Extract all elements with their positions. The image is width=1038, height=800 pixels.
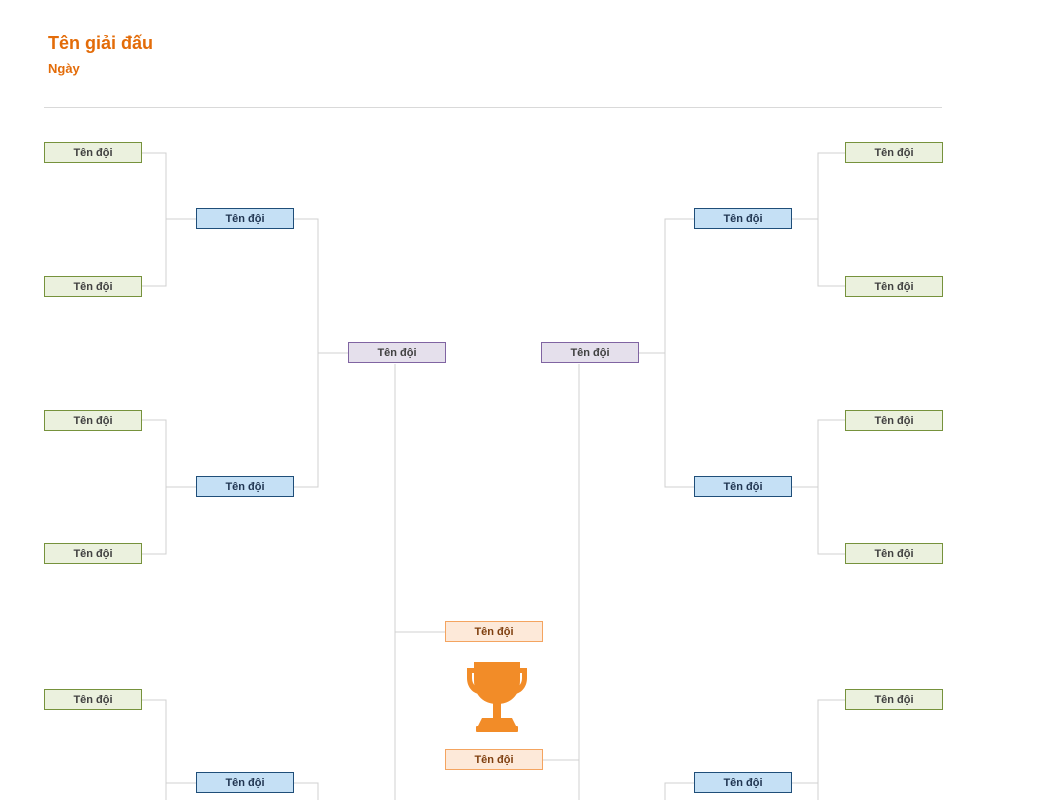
left-semifinal-team[interactable]: Tên đội [348, 342, 446, 363]
right-round1-team-3[interactable]: Tên đội [845, 410, 943, 431]
right-round2-team-2[interactable]: Tên đội [694, 476, 792, 497]
left-round1-team-2[interactable]: Tên đội [44, 276, 142, 297]
trophy-icon [467, 662, 527, 732]
left-round1-team-4[interactable]: Tên đội [44, 543, 142, 564]
left-round1-team-1[interactable]: Tên đội [44, 142, 142, 163]
tournament-date[interactable]: Ngày [48, 61, 80, 76]
tournament-title[interactable]: Tên giải đấu [48, 33, 154, 53]
right-round1-team-2[interactable]: Tên đội [845, 276, 943, 297]
final-team-2[interactable]: Tên đội [445, 749, 543, 770]
right-round1-team-1[interactable]: Tên đội [845, 142, 943, 163]
header-divider [44, 107, 942, 108]
left-round2-team-1[interactable]: Tên đội [196, 208, 294, 229]
left-round2-team-3[interactable]: Tên đội [196, 772, 294, 793]
right-round2-team-1[interactable]: Tên đội [694, 208, 792, 229]
right-round2-team-3[interactable]: Tên đội [694, 772, 792, 793]
left-round1-team-3[interactable]: Tên đội [44, 410, 142, 431]
right-round1-team-4[interactable]: Tên đội [845, 543, 943, 564]
right-semifinal-team[interactable]: Tên đội [541, 342, 639, 363]
right-round1-team-5[interactable]: Tên đội [845, 689, 943, 710]
final-team-1[interactable]: Tên đội [445, 621, 543, 642]
left-round2-team-2[interactable]: Tên đội [196, 476, 294, 497]
left-round1-team-5[interactable]: Tên đội [44, 689, 142, 710]
